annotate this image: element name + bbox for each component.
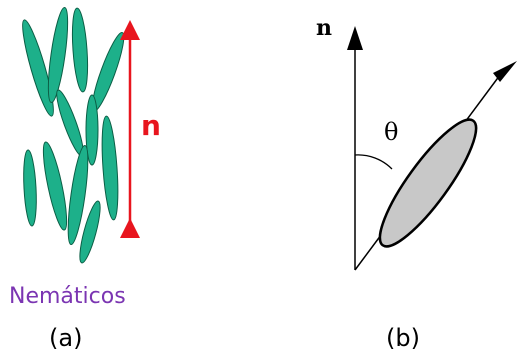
molecule	[23, 149, 37, 227]
nematicos-caption: Nemáticos	[9, 284, 126, 309]
molecule	[101, 115, 119, 221]
molecule	[79, 200, 101, 264]
molecule-axis-arrowhead	[493, 61, 517, 82]
nematic-molecules	[22, 6, 125, 264]
molecule	[67, 144, 89, 246]
molecule	[22, 19, 54, 117]
molecule	[47, 6, 69, 104]
panel-b-label: (b)	[386, 324, 420, 352]
molecule	[71, 7, 89, 93]
director-label-red: n	[141, 109, 161, 142]
molecule	[85, 94, 99, 166]
panel-a: n Nemáticos (a)	[9, 6, 161, 352]
angle-arc	[354, 154, 393, 170]
panel-b: n θ (b)	[316, 15, 517, 352]
molecule-ellipse	[378, 118, 478, 248]
director-arrowhead	[347, 26, 363, 50]
theta-label: θ	[384, 118, 398, 146]
director-label-n: n	[316, 15, 332, 41]
molecule	[42, 141, 68, 231]
panel-a-label: (a)	[49, 324, 82, 352]
